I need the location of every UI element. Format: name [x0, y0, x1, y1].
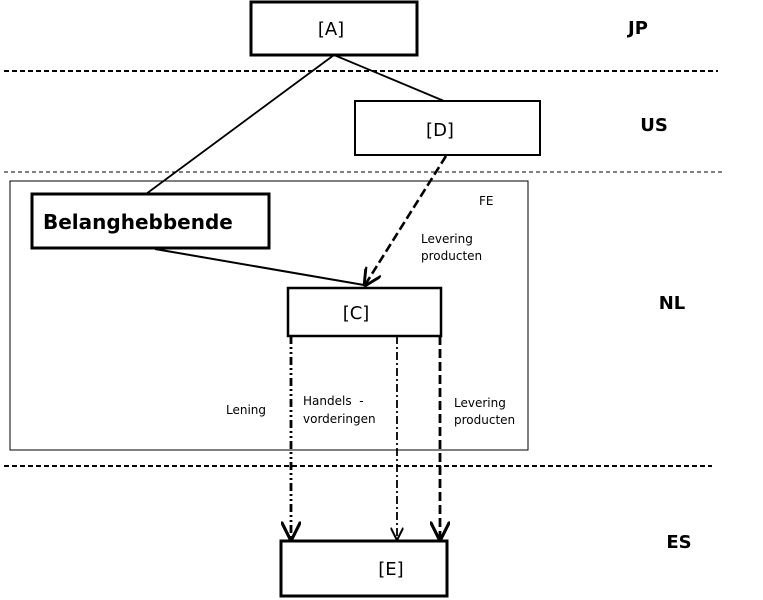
region-jp-label: JP — [626, 18, 648, 39]
entity-d-label: [D] — [426, 120, 454, 141]
region-nl-label: NL — [659, 293, 686, 314]
entity-e-label: [E] — [378, 559, 403, 580]
entity-c-label: [C] — [343, 303, 370, 324]
flow-lening-label: Lening — [226, 403, 266, 417]
flow-d-c-label-line1: Levering — [421, 232, 473, 246]
fe-label: FE — [479, 194, 493, 208]
flow-levering-ce-label-line1: Levering — [454, 396, 506, 410]
fe-frame — [9, 180, 529, 451]
arrow-d-to-c — [365, 155, 448, 285]
flow-handels-label-line1: Handels - — [303, 394, 364, 408]
entity-a-box — [249, 0, 419, 57]
belanghebbende-label: Belanghebbende — [43, 210, 233, 234]
flow-levering-ce-label-line2: producten — [454, 413, 515, 427]
region-es-label: ES — [666, 532, 691, 553]
entity-d-box — [354, 100, 541, 156]
belanghebbende-box — [30, 192, 271, 250]
region-us-label: US — [640, 115, 668, 136]
line-belanghebbende-to-c — [154, 248, 365, 286]
line-a-to-d — [333, 54, 445, 102]
entity-a-label: [A] — [318, 19, 344, 40]
entity-e-box — [279, 539, 449, 598]
flow-handels-label-line2: vorderingen — [303, 412, 376, 426]
flow-d-c-label-line2: producten — [421, 249, 482, 263]
line-a-to-belanghebbende — [145, 54, 335, 195]
